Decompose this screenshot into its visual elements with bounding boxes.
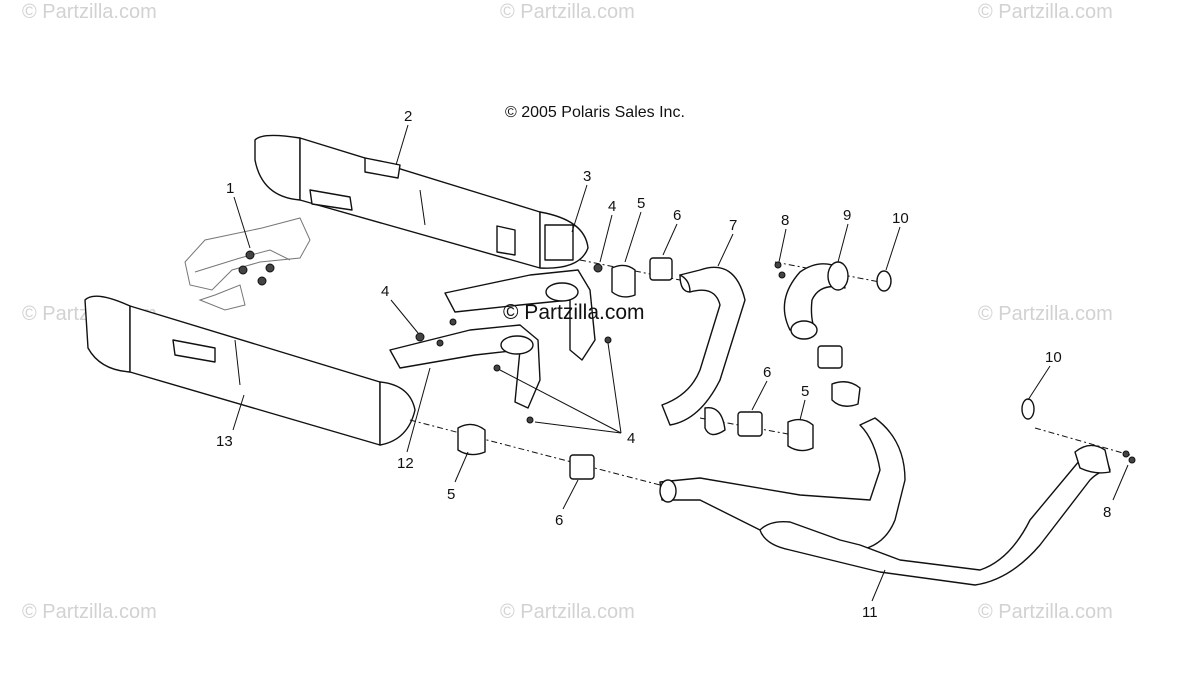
callout-2: 2 (404, 108, 412, 125)
elbow-pipe (774, 261, 892, 407)
watermark: © Partzilla.com (22, 1, 157, 23)
callout-5: 5 (801, 383, 809, 400)
callout-4: 4 (381, 283, 389, 300)
callout-6: 6 (555, 512, 563, 529)
callout-11: 11 (862, 604, 878, 621)
clamps-and-gaskets (457, 257, 814, 480)
callout-6: 6 (673, 207, 681, 224)
center-watermark: © Partzilla.com (503, 301, 645, 324)
callout-10: 10 (1045, 349, 1062, 366)
watermark: © Partzilla.com (978, 303, 1113, 325)
watermark: © Partzilla.com (978, 1, 1113, 23)
callout-13: 13 (216, 433, 233, 450)
watermark: © Partzilla.com (978, 601, 1113, 623)
callout-7: 7 (729, 217, 737, 234)
callout-9: 9 (843, 207, 851, 224)
callout-labels: 1 2 3 4 5 6 7 8 9 10 4 13 12 6 5 4 5 6 1… (216, 108, 1111, 621)
watermark: © Partzilla.com (500, 601, 635, 623)
callout-5: 5 (637, 195, 645, 212)
front-header-pipe (661, 266, 746, 436)
callout-8: 8 (781, 212, 789, 229)
frame-bracket-ghost (184, 217, 311, 311)
callout-4: 4 (627, 430, 635, 447)
callout-5: 5 (447, 486, 455, 503)
y-pipe-assembly (659, 398, 1136, 586)
callout-12: 12 (397, 455, 414, 472)
callout-8: 8 (1103, 504, 1111, 521)
watermark: © Partzilla.com (500, 1, 635, 23)
callout-4: 4 (608, 198, 616, 215)
watermark: © Partzilla.com (22, 601, 157, 623)
callout-3: 3 (583, 168, 591, 185)
copyright-notice: © 2005 Polaris Sales Inc. (505, 104, 685, 121)
upper-muffler (254, 134, 589, 269)
mount-brackets (389, 263, 612, 424)
callout-leaders (232, 124, 1129, 602)
callout-1: 1 (226, 180, 234, 197)
lower-muffler (84, 295, 416, 446)
callout-6: 6 (763, 364, 771, 381)
callout-10: 10 (892, 210, 909, 227)
